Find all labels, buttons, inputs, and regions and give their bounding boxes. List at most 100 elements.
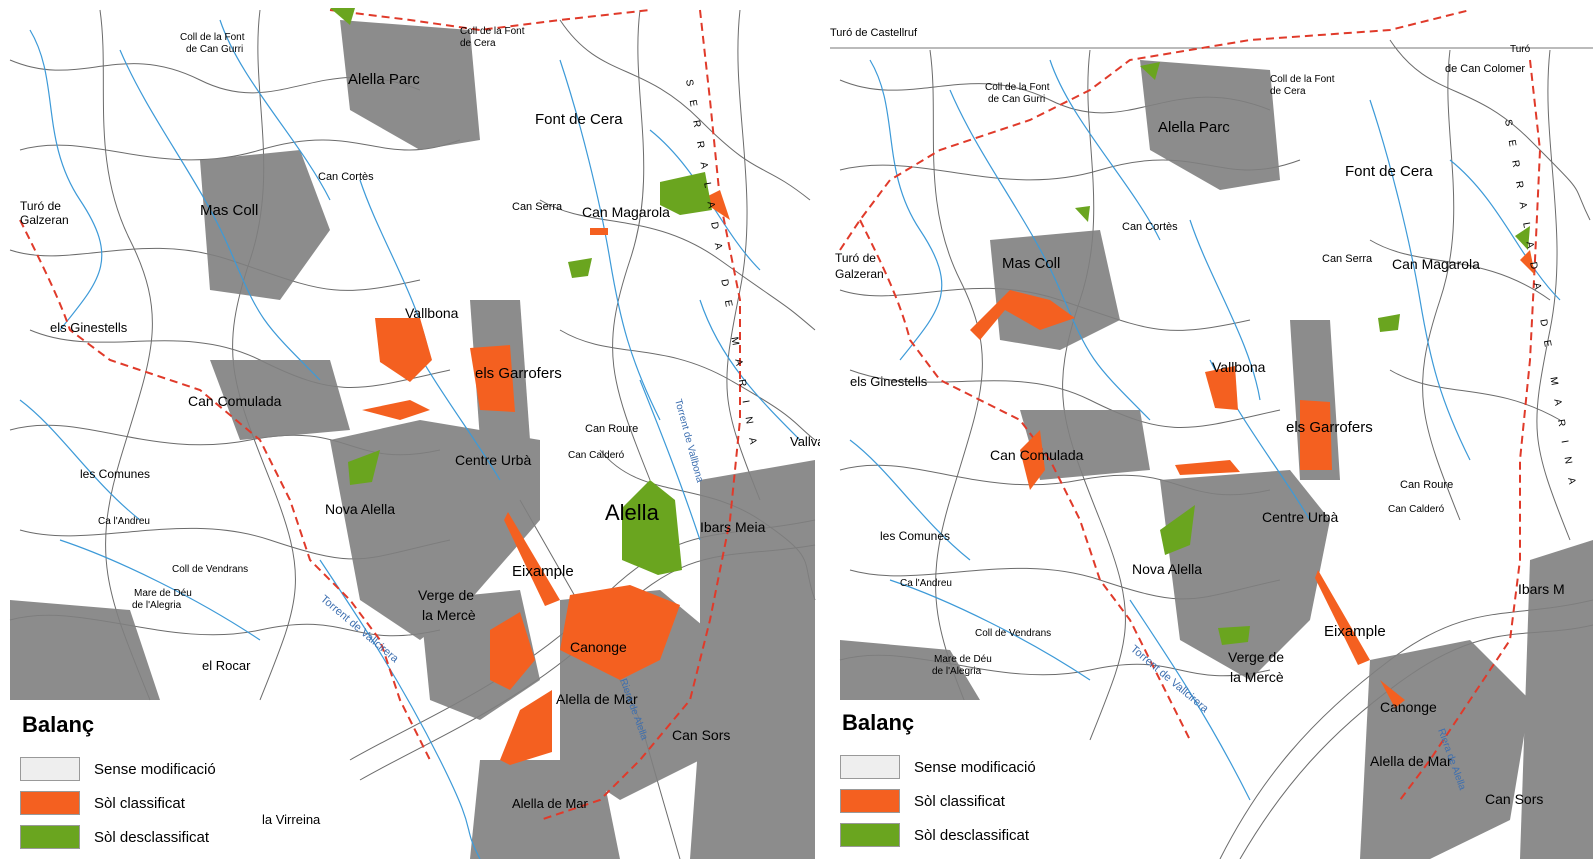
label: Coll de la Font <box>460 26 525 37</box>
label: Ca l'Andreu <box>900 578 952 589</box>
label: Coll de la Font <box>180 32 245 43</box>
label: Font de Cera <box>1345 163 1433 180</box>
urban-areas <box>10 20 815 859</box>
map-canvas-left: Coll de la Font de Can Gurri Coll de la … <box>9 8 820 859</box>
legend-item-classified: Sòl classificat <box>840 784 1060 818</box>
label: de l'Alegria <box>932 666 982 677</box>
municipal-boundary <box>19 9 741 821</box>
legend-title: Balanç <box>22 712 95 737</box>
label: els Ginestells <box>50 320 128 335</box>
legend-item-classified: Sòl classificat <box>20 786 250 820</box>
map-canvas-right: Turó de Castellruf Turó de Can Colomer C… <box>830 9 1593 859</box>
label: Verge de <box>418 587 474 603</box>
label: de l'Alegria <box>132 600 182 611</box>
label: Alella <box>605 500 660 525</box>
label: les Comunes <box>880 529 950 543</box>
declassified-areas[interactable] <box>1075 62 1530 645</box>
legend-item-declassified: Sòl desclassificat <box>20 820 250 854</box>
label: Coll de Vendrans <box>975 628 1051 639</box>
map-panel-left[interactable]: Coll de la Font de Can Gurri Coll de la … <box>0 0 820 859</box>
label: Ibars Meia <box>700 519 766 535</box>
label: Vallbona <box>1212 359 1266 375</box>
label: Font de Cera <box>535 111 623 128</box>
label: de Can Gurri <box>186 44 243 55</box>
label: Can Roure <box>585 423 638 435</box>
legend-item-declassified: Sòl desclassificat <box>840 818 1060 852</box>
legend-label: Sòl desclassificat <box>914 826 1030 844</box>
label: Galzeran <box>20 213 69 227</box>
label: Can Sors <box>672 727 730 743</box>
legend-label: Sense modificació <box>914 758 1036 776</box>
label: Can Serra <box>512 201 563 213</box>
classified-areas[interactable] <box>362 190 730 765</box>
label: Can Calderó <box>568 450 625 461</box>
label: Galzeran <box>835 267 884 281</box>
legend-item-unchanged: Sense modificació <box>20 752 250 786</box>
label: Canonge <box>570 639 627 655</box>
label: de Cera <box>460 38 496 49</box>
label: Turó de <box>835 251 876 265</box>
label: Can Serra <box>1322 253 1373 265</box>
water-courses <box>19 19 801 859</box>
label: Can Cortès <box>1122 221 1178 233</box>
label: la Mercè <box>1230 669 1284 685</box>
label: Canonge <box>1380 699 1437 715</box>
label: els Garrofers <box>1286 419 1373 436</box>
legend-swatch-classified <box>20 791 80 815</box>
label: Turó de <box>20 199 61 213</box>
label: Coll de la Font <box>1270 74 1335 85</box>
label: Vallbona <box>405 305 459 321</box>
label: Alella de Mar <box>1370 753 1452 769</box>
label: Turó de Castellruf <box>830 27 918 39</box>
label: Alella Parc <box>348 71 420 88</box>
map-panel-right[interactable]: Turó de Castellruf Turó de Can Colomer C… <box>830 0 1593 859</box>
label: de Cera <box>1270 86 1306 97</box>
legend-swatch-unchanged <box>840 755 900 779</box>
label: Torrent de Vallcirera <box>1128 643 1211 716</box>
label: Vallva <box>790 434 820 449</box>
label: de Can Colomer <box>1445 63 1525 75</box>
label: Can Sors <box>1485 791 1543 807</box>
label: Alella de Mar <box>556 691 638 707</box>
label: la Virreina <box>262 812 321 827</box>
label: Centre Urbà <box>455 452 531 468</box>
legend-swatch-declassified <box>840 823 900 847</box>
label: els Ginestells <box>850 374 928 389</box>
municipal-boundary <box>839 9 1542 801</box>
label: Can Comulada <box>990 447 1084 463</box>
label: el Rocar <box>202 658 251 673</box>
label: Coll de Vendrans <box>172 564 248 575</box>
map-legend-left: Balanç Sense modificació Sòl classificat… <box>10 702 260 859</box>
water-courses <box>849 59 1561 801</box>
label: Can Magarola <box>1392 256 1480 272</box>
label: la Mercè <box>422 607 476 623</box>
legend-swatch-declassified <box>20 825 80 849</box>
declassified-areas[interactable] <box>330 8 712 575</box>
label: Verge de <box>1228 649 1284 665</box>
label: Mare de Déu <box>934 654 992 665</box>
label: Turó <box>1510 44 1531 55</box>
label: Can Comulada <box>188 393 282 409</box>
legend-swatch-classified <box>840 789 900 813</box>
label: Alella Parc <box>1158 119 1230 136</box>
legend-label: Sòl classificat <box>94 794 185 812</box>
label: Nova Alella <box>325 501 395 517</box>
label: Centre Urbà <box>1262 509 1338 525</box>
legend-item-unchanged: Sense modificació <box>840 750 1060 784</box>
label: Ca l'Andreu <box>98 516 150 527</box>
label: Coll de la Font <box>985 82 1050 93</box>
label: Can Roure <box>1400 479 1453 491</box>
label: Mas Coll <box>200 202 258 219</box>
map-legend-right: Balanç Sense modificació Sòl classificat… <box>830 700 1070 859</box>
legend-title: Balanç <box>842 710 915 735</box>
label: Ibars M <box>1518 581 1565 597</box>
label: els Garrofers <box>475 365 562 382</box>
classified-areas[interactable] <box>970 250 1535 708</box>
legend-label: Sòl classificat <box>914 792 1005 810</box>
label: de Can Gurri <box>988 94 1045 105</box>
label: les Comunes <box>80 467 150 481</box>
legend-swatch-unchanged <box>20 757 80 781</box>
label: SERRALADA DE MARINA <box>1502 119 1580 499</box>
label: Torrent de Vallbona <box>672 398 705 484</box>
label: Eixample <box>1324 623 1386 640</box>
